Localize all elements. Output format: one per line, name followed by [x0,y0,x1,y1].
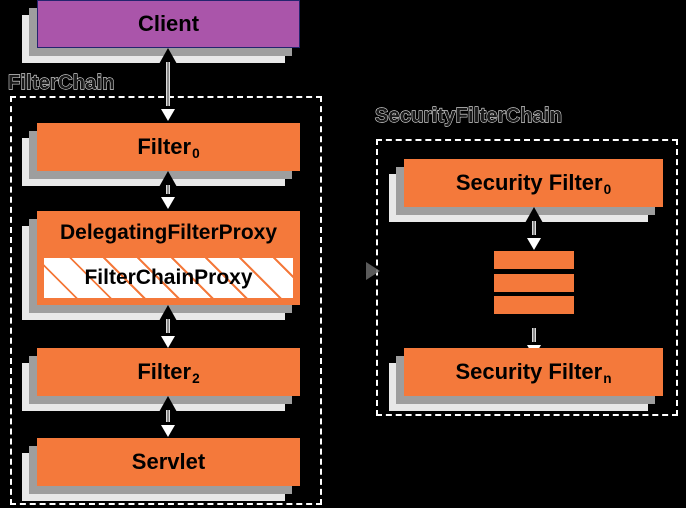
arrowhead-up-icon [159,305,177,321]
filter2-label: Filter2 [137,359,200,387]
client-face: Client [37,0,300,48]
node-filter-2[interactable]: Filter2 [22,348,300,411]
node-client[interactable]: Client [22,0,300,63]
arrowhead-down-fill [161,336,175,348]
arrowhead-up-icon [159,396,177,412]
filter2-face: Filter2 [37,348,300,396]
dfp-face: DelegatingFilterProxy FilterChainProxy [37,211,300,305]
security-filter-n-label: Security Filtern [455,359,612,387]
node-servlet[interactable]: Servlet [22,438,300,501]
dfp-title: DelegatingFilterProxy [59,221,278,244]
filterchain-group-label: FilterChain [7,71,115,94]
arrowhead-down-fill [527,238,541,250]
client-label: Client [137,11,200,36]
arrowhead-up-icon [159,48,177,64]
arrow-stem [532,328,536,344]
arrow-sf0-ellipsis [524,207,544,252]
securityfilterchain-group-label: SecurityFilterChain [374,104,563,127]
arrow-filter2-servlet [158,396,178,439]
arrow-stem [532,221,536,237]
node-filter-chain-proxy[interactable]: FilterChainProxy [43,257,294,299]
node-security-filter-n[interactable]: Security Filtern [389,348,663,411]
arrow-client-filter0 [158,48,178,123]
arrowhead-up-icon [525,314,543,330]
sf0-face: Security Filter0 [404,159,663,207]
ellipsis-bar-1 [494,251,574,269]
arrowhead-down-fill [161,197,175,209]
security-filter-0-label: Security Filter0 [455,170,612,198]
filter-chain-proxy-label: FilterChainProxy [84,266,253,289]
arrowhead-up-icon [159,171,177,187]
arrow-dfp-filter2 [158,305,178,350]
sfn-face: Security Filtern [404,348,663,396]
ellipsis-bar-3 [494,296,574,314]
ellipsis-bar-2 [494,274,574,292]
filter0-face: Filter0 [37,123,300,171]
arrow-stem [166,410,170,424]
arrow-filter0-dfp [158,171,178,211]
arrow-stem [166,319,170,335]
arrowhead-down-fill [161,109,175,121]
arrow-stem [166,185,170,197]
servlet-label: Servlet [131,449,206,474]
node-security-filter-0[interactable]: Security Filter0 [389,159,663,222]
servlet-face: Servlet [37,438,300,486]
arrow-stem [166,62,170,106]
node-delegating-filter-proxy[interactable]: DelegatingFilterProxy FilterChainProxy [22,211,300,320]
delegates-to-arrow-icon [366,262,380,280]
node-filter-0[interactable]: Filter0 [22,123,300,186]
arrowhead-up-icon [525,207,543,223]
arrowhead-down-fill [161,425,175,437]
filter0-label: Filter0 [137,134,200,162]
